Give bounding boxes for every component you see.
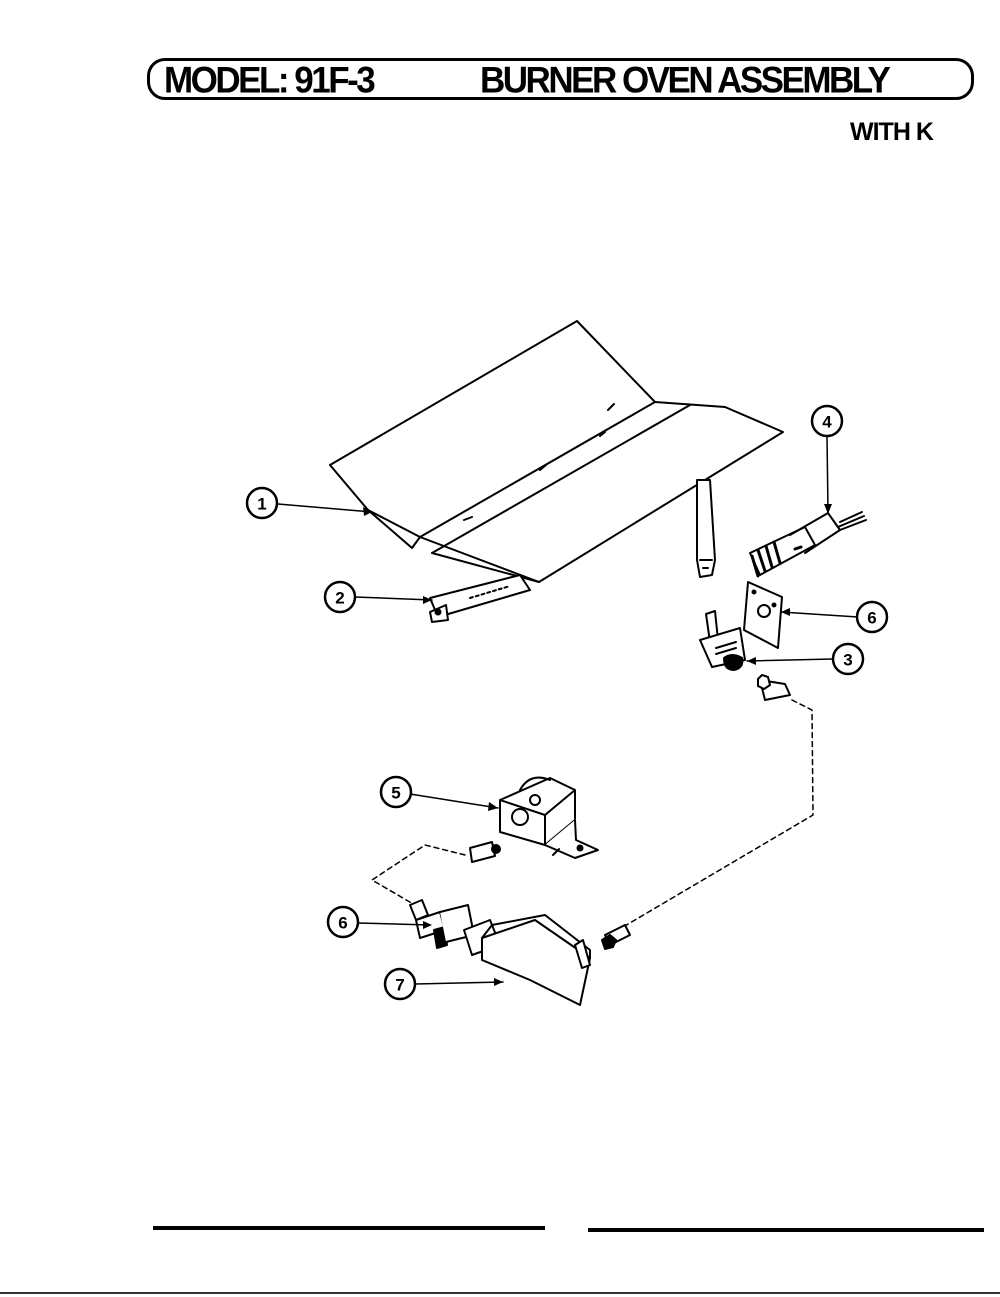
- part-screw-lower: [601, 924, 631, 950]
- callout-6-lower: 6: [338, 914, 347, 933]
- part-burner-baffle: [329, 320, 784, 583]
- part-pilot: [699, 610, 746, 671]
- callout-6-upper-circle: [855, 600, 889, 634]
- callout-2: 2: [335, 589, 344, 608]
- part-mounting-plate: [743, 581, 783, 649]
- callout-4-circle: [810, 404, 844, 438]
- callout-circles: [245, 404, 889, 1001]
- footer-rule-right: [588, 1228, 984, 1232]
- callout-5-circle: [379, 775, 413, 809]
- part-ignitor: [749, 511, 867, 578]
- page-bottom-border: [0, 1292, 1000, 1294]
- callout-3: 3: [843, 651, 852, 670]
- model-number: MODEL: 91F-3: [164, 60, 376, 101]
- part-burner-tube: [429, 574, 531, 623]
- callout-5: 5: [391, 784, 400, 803]
- callout-7-circle: [383, 967, 417, 1001]
- callout-3-circle: [831, 642, 865, 676]
- callout-1-circle: [245, 486, 279, 520]
- callout-1: 1: [257, 495, 266, 514]
- part-burner-box: [463, 914, 591, 1006]
- callout-6-lower-circle: [326, 905, 360, 939]
- assembly-title: BURNER OVEN ASSEMBLY: [480, 60, 891, 101]
- part-fitting-upper: [757, 674, 791, 701]
- footer-rule-left: [153, 1226, 545, 1230]
- callout-6-upper: 6: [867, 609, 876, 628]
- callout-4: 4: [822, 413, 832, 432]
- leader-lines: [277, 435, 859, 985]
- part-ignitor-bracket: [696, 479, 716, 578]
- callout-7: 7: [395, 976, 404, 995]
- assembly-dashed-lines: [371, 699, 814, 931]
- assembly-subtitle: WITH K: [850, 118, 934, 146]
- leader-arrowheads: [363, 504, 832, 986]
- callout-2-circle: [323, 580, 357, 614]
- part-safety-valve: [469, 776, 599, 863]
- title-banner: MODEL: 91F-3 BURNER OVEN ASSEMBLY: [147, 58, 974, 100]
